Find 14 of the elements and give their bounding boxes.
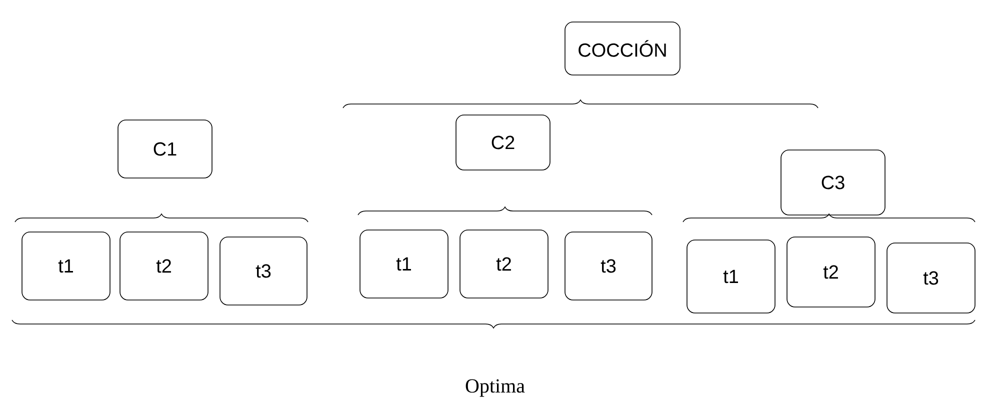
caption-text: Optima [466, 379, 525, 397]
item-box: t3 [220, 236, 308, 306]
item-box: t2 [460, 230, 548, 298]
category-box: COCCIÓN [564, 22, 680, 76]
item-box: t3 [564, 232, 652, 300]
group-box: C3 [780, 150, 886, 216]
group-box: C2 [456, 114, 550, 170]
item-box: t2 [786, 236, 876, 308]
item-box: t1 [22, 232, 110, 300]
item-box: t1 [360, 230, 448, 298]
item-box: t3 [886, 242, 976, 314]
item-box: t2 [120, 232, 208, 300]
group-box: C1 [118, 120, 212, 178]
item-box: t1 [686, 240, 776, 314]
